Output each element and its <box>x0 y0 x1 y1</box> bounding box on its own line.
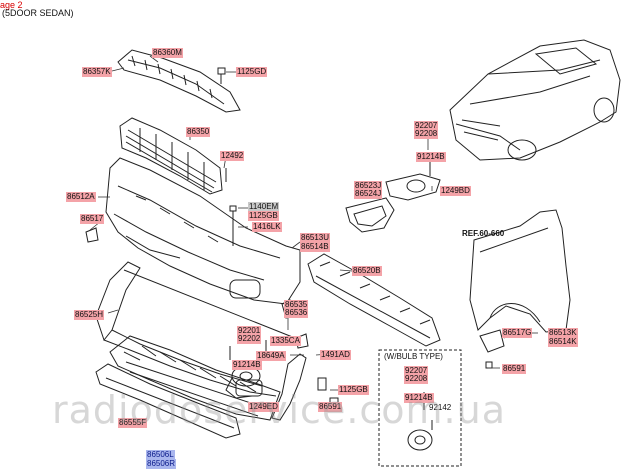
part-label-86591-mid[interactable]: 86591 <box>318 402 343 412</box>
radiator-grille-part <box>120 118 222 194</box>
part-label-91214b-mid[interactable]: 91214B <box>232 360 262 370</box>
bumper-cover-part <box>106 158 300 304</box>
bulb-type-box <box>379 350 461 466</box>
energy-absorber-part <box>308 254 440 346</box>
leader-lines <box>90 56 538 390</box>
part-label-1125gb[interactable]: 1125GB <box>248 211 279 221</box>
part-label-18649a[interactable]: 18649A <box>256 351 286 361</box>
part-label-86506l[interactable]: 86506L <box>146 450 175 460</box>
part-label-86523j[interactable]: 86523J <box>354 181 383 191</box>
part-label-1335ca[interactable]: 1335CA <box>270 336 301 346</box>
part-label-86506r[interactable]: 86506R <box>146 459 177 469</box>
part-label-1140em[interactable]: 1140EM <box>248 202 280 212</box>
part-label-1249bd[interactable]: 1249BD <box>440 186 471 196</box>
part-label-86514k[interactable]: 86514K <box>548 337 578 347</box>
car-illustration <box>450 40 620 160</box>
part-label-1416lk[interactable]: 1416LK <box>252 222 282 232</box>
grille-molding-part <box>118 50 240 112</box>
fender-bracket <box>480 330 504 368</box>
part-label-1249ed[interactable]: 1249ED <box>248 402 279 412</box>
part-label-92208-top[interactable]: 92208 <box>414 129 439 139</box>
fog-lamp-part <box>386 158 440 200</box>
part-label-86517[interactable]: 86517 <box>80 214 105 224</box>
part-label-91214b-box[interactable]: 91214B <box>404 393 434 403</box>
watermark: radiodoservice.com.ua <box>52 388 507 432</box>
lower-bumper-frame-part <box>96 262 300 396</box>
part-label-86513k[interactable]: 86513K <box>548 328 578 338</box>
part-label-86536[interactable]: 86536 <box>284 308 309 318</box>
part-label-1491ad[interactable]: 1491AD <box>320 350 351 360</box>
part-label-86350[interactable]: 86350 <box>186 127 211 137</box>
part-label-86514b[interactable]: 86514B <box>300 242 330 252</box>
part-label-12492[interactable]: 12492 <box>220 151 245 161</box>
part-label-92202[interactable]: 92202 <box>237 334 262 344</box>
part-label-86524j[interactable]: 86524J <box>354 189 383 199</box>
part-label-86360m[interactable]: 86360M <box>152 48 183 58</box>
part-label-86512a[interactable]: 86512A <box>66 192 96 202</box>
part-label-86517g[interactable]: 86517G <box>502 328 533 338</box>
part-label-86591-fender[interactable]: 86591 <box>502 364 527 374</box>
part-label-92207-top[interactable]: 92207 <box>414 121 439 131</box>
part-label-86520b[interactable]: 86520B <box>352 266 382 276</box>
part-label-86513u[interactable]: 86513U <box>300 233 331 243</box>
part-label-92208-box[interactable]: 92208 <box>404 374 429 384</box>
part-label-92142[interactable]: 92142 <box>429 403 452 412</box>
part-label-91214b-top[interactable]: 91214B <box>416 152 446 162</box>
variant-title: (5DOOR SEDAN) <box>2 8 74 18</box>
part-label-1125gd[interactable]: 1125GD <box>236 67 268 77</box>
part-label-86535[interactable]: 86535 <box>284 300 309 310</box>
part-label-92207-box[interactable]: 92207 <box>404 366 429 376</box>
part-label-86525h[interactable]: 86525H <box>74 310 105 320</box>
under-molding-part <box>96 364 240 438</box>
part-label-92201[interactable]: 92201 <box>237 326 262 336</box>
fog-lamp-cover-part <box>346 198 394 232</box>
ref-note: REF.60-660 <box>462 229 505 238</box>
screw-1125gd <box>218 68 225 84</box>
part-label-86357k[interactable]: 86357K <box>82 67 112 77</box>
bulb-type-title: (W/BULB TYPE) <box>384 352 443 361</box>
page-ref: age 2 <box>0 0 23 10</box>
part-label-86555f[interactable]: 86555F <box>118 418 148 428</box>
part-label-1125gb-lower[interactable]: 1125GB <box>338 385 369 395</box>
